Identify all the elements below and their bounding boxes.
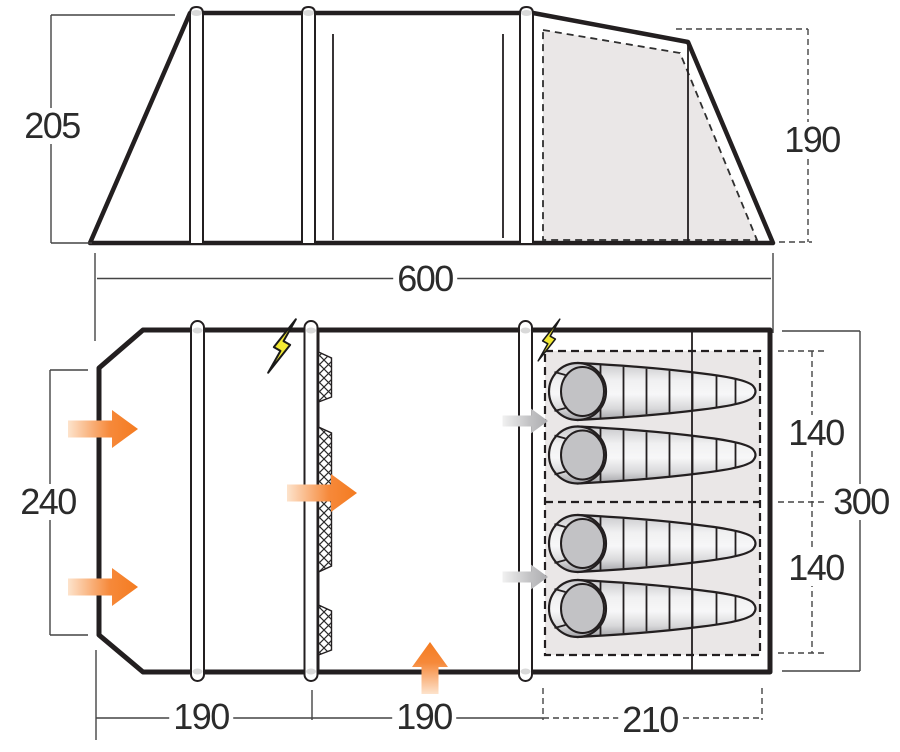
mesh-panel-icon: [317, 350, 333, 404]
pole-icon: [190, 320, 205, 682]
dim-length: 600: [393, 261, 457, 297]
dim-rear-height: 190: [780, 122, 844, 158]
dim-side-height: 205: [20, 108, 84, 144]
dim-front-length: 190: [169, 699, 233, 735]
pole-icon: [519, 6, 534, 244]
dim-line-210: [542, 688, 763, 720]
dim-living-length: 190: [392, 699, 456, 735]
inner-tent-side: [542, 28, 759, 241]
dim-bedroom-width-top: 140: [784, 415, 848, 451]
floor-plan: [49, 316, 861, 740]
pole-icon: [189, 6, 204, 244]
mesh-panels: [317, 350, 333, 657]
front-entrance-arrow-icon: [412, 642, 448, 694]
dim-bracket-190-rear: [676, 28, 812, 243]
door-zip-lines: [332, 34, 504, 240]
dim-bracket-140: [778, 350, 828, 654]
dim-total-width: 300: [829, 484, 893, 520]
mesh-panel-icon: [317, 603, 333, 657]
pole-icon: [301, 6, 316, 244]
dim-bedroom-width-bottom: 140: [784, 550, 848, 586]
pole-icon: [518, 320, 533, 682]
dim-living-width: 240: [16, 484, 80, 520]
dim-bedroom-length: 210: [618, 702, 682, 738]
